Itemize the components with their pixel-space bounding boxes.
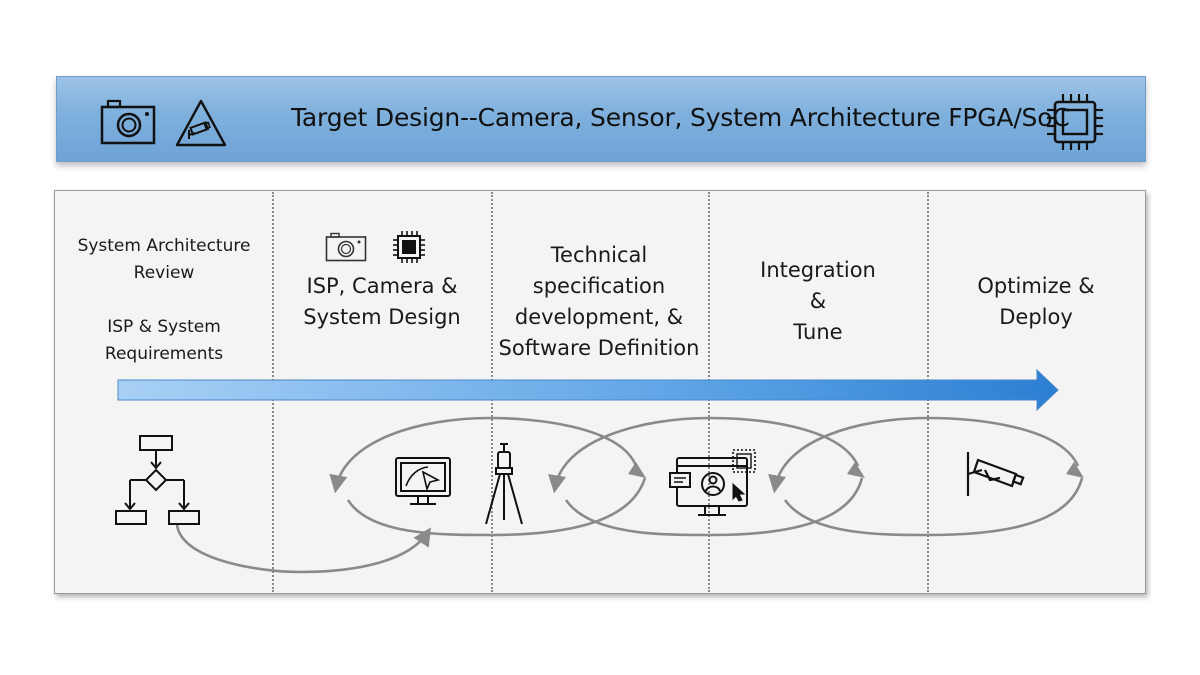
stage-4-text: Integration & Tune: [711, 255, 925, 348]
banner-title: Target Design--Camera, Sensor, System Ar…: [291, 103, 1070, 132]
stage-3-text: Technical specification development, & S…: [492, 240, 706, 364]
iteration-loop: [768, 416, 1080, 494]
stage-3-line: Technical: [550, 243, 648, 267]
stage-4-line: Tune: [793, 320, 843, 344]
iteration-loop: [548, 416, 860, 494]
iteration-loop: [564, 477, 864, 537]
stage-4-line: &: [809, 289, 827, 313]
stage-4-line: Integration: [760, 258, 876, 282]
stage-2-text: ISP, Camera & System Design: [276, 271, 488, 333]
iteration-loop: [346, 477, 647, 537]
stage-1-line: ISP & System: [107, 317, 221, 337]
camera-icon: [325, 232, 367, 262]
stage-2-line: System Design: [303, 305, 461, 329]
chip-icon: [393, 231, 425, 263]
stage-2-line: ISP, Camera &: [306, 274, 458, 298]
timeline-arrow: [117, 368, 1059, 412]
camera-icon: [100, 99, 156, 145]
surveying-tripod-icon: [485, 443, 523, 525]
security-camera-icon: [966, 452, 1025, 496]
chip-icon: [1047, 94, 1103, 150]
flowchart-icon: [115, 435, 200, 525]
stage-5-line: Deploy: [999, 305, 1073, 329]
iteration-loop: [783, 477, 1084, 537]
stage-1-line: System Architecture: [77, 236, 251, 256]
software-monitor-icon: [669, 449, 756, 516]
warning-camera-icon: [175, 99, 227, 147]
iteration-loop: [329, 416, 638, 494]
design-monitor-icon: [395, 457, 451, 505]
stage-1-line: Requirements: [104, 344, 224, 364]
handoff-arrow: [175, 523, 431, 574]
stage-5-text: Optimize & Deploy: [930, 271, 1142, 333]
stage-3-line: specification: [532, 274, 666, 298]
stage-1-line: Review: [133, 263, 195, 283]
stage-1-text: System Architecture Review ISP & System …: [58, 233, 270, 368]
stage-5-line: Optimize &: [977, 274, 1095, 298]
stage-3-line: development, &: [514, 305, 684, 329]
stage-3-line: Software Definition: [498, 336, 700, 360]
header-banner: Target Design--Camera, Sensor, System Ar…: [56, 76, 1146, 162]
